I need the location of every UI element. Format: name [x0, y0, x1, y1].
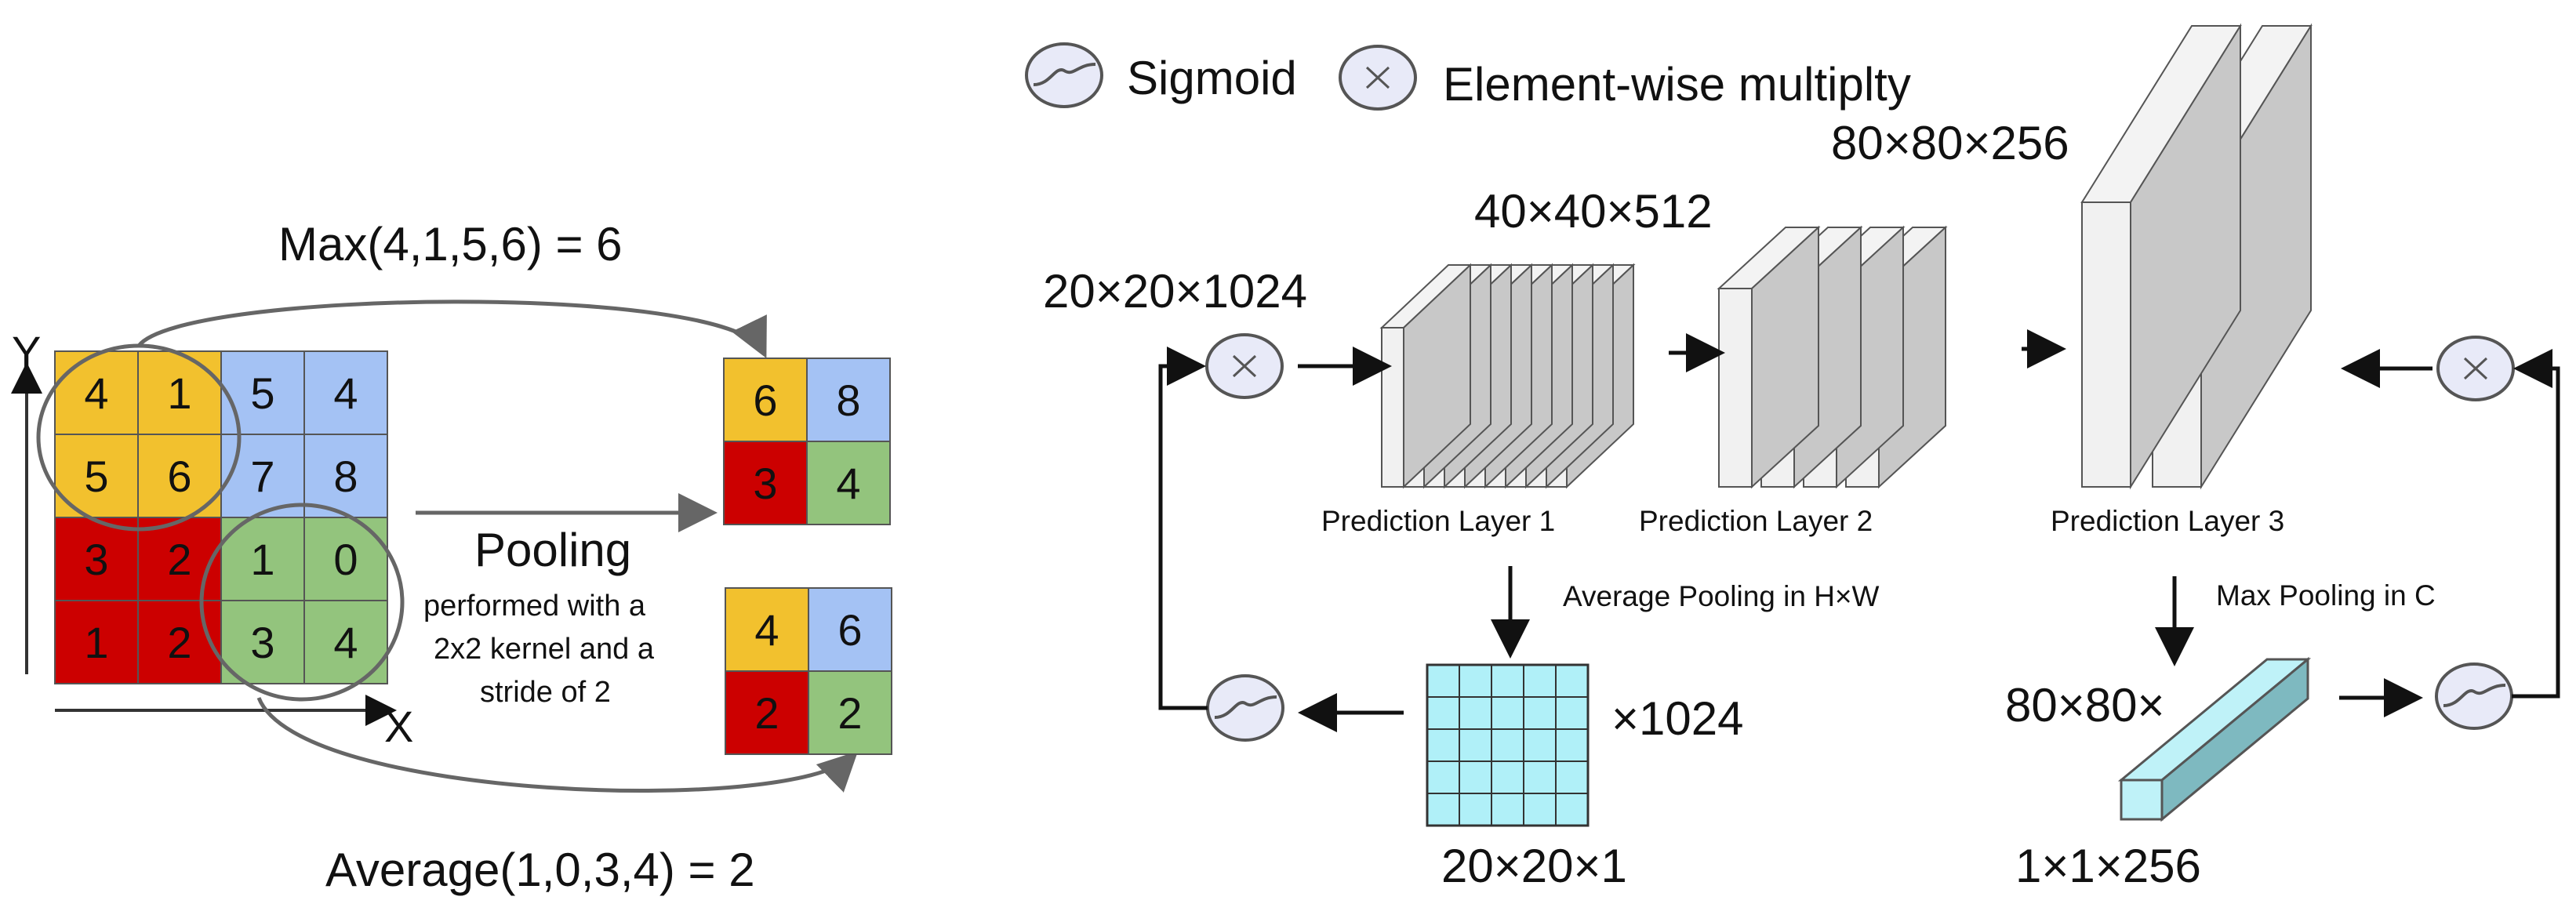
- avg-formula: Average(1,0,3,4) = 2: [325, 844, 755, 896]
- grid-cell-value: 2: [167, 618, 191, 667]
- grid-cell-value: 5: [84, 452, 108, 501]
- grid-cell-value: 1: [250, 535, 274, 584]
- grid-dim: 20×20×1: [1441, 840, 1627, 892]
- loop-right: [2512, 349, 2560, 699]
- grid-channels: ×1024: [1611, 692, 1744, 745]
- grid-cell-value: 4: [333, 618, 358, 667]
- grid-cell: [808, 587, 892, 672]
- dim-layer1: 40×40×512: [1474, 185, 1713, 238]
- grid-cell-value: 2: [167, 535, 191, 584]
- pooling-desc-3: stride of 2: [480, 676, 611, 709]
- grid-cell: [723, 358, 808, 442]
- layer3-label: Prediction Layer 3: [2051, 505, 2284, 537]
- avg-pool-label: Average Pooling in H×W: [1563, 580, 1880, 612]
- feature-map-front: [1718, 288, 1753, 488]
- grid-cell: [220, 350, 305, 435]
- prediction-layer-2-stack: [1717, 225, 1948, 489]
- max-formula: Max(4,1,5,6) = 6: [278, 218, 623, 270]
- layer2-label: Prediction Layer 2: [1639, 505, 1873, 537]
- input-grid: 4 1 5 4 5 6 7 8 3 2 1 0 1 2 3 4: [54, 350, 388, 684]
- dim-input: 20×20×1024: [1043, 265, 1307, 318]
- pooling-desc-2: 2x2 kernel and a: [434, 633, 655, 666]
- feature-map-front: [1381, 327, 1404, 488]
- legend: Sigmoid Element-wise multiplty: [1025, 42, 1911, 111]
- grid-cell-value: 4: [333, 368, 358, 418]
- prediction-layer-3-stack: [2080, 23, 2313, 490]
- multiply-icon: [1339, 45, 1417, 111]
- grid-cell-value: 0: [333, 535, 358, 584]
- grid-cell-value: 5: [250, 368, 274, 418]
- avg-curve-arrow: [256, 697, 859, 793]
- pooling-title: Pooling: [474, 524, 631, 576]
- dim-layer2: 80×80×256: [1831, 117, 2069, 169]
- grid-cell: [303, 434, 388, 518]
- network-panel: Sigmoid Element-wise multiplty 20×20×102…: [1025, 23, 2560, 892]
- max-curve-arrow: [137, 299, 767, 358]
- avg-pool-output: 4 6 2 2: [725, 587, 892, 755]
- grid-cell: [54, 350, 139, 435]
- bar-dim: 1×1×256: [2015, 840, 2201, 892]
- pooling-panel: Max(4,1,5,6) = 6 Average(1,0,3,4) = 2 Y …: [10, 218, 892, 896]
- max-pool-label: Max Pooling in C: [2216, 579, 2436, 612]
- grid-cell-value: 6: [753, 376, 777, 425]
- grid-cell-value: 8: [333, 452, 358, 501]
- loop-left: [1158, 347, 1208, 710]
- axis-x-label: X: [384, 702, 413, 751]
- layer1-label: Prediction Layer 1: [1321, 505, 1555, 537]
- pooling-desc-1: performed with a: [423, 590, 646, 623]
- grid-cell-value: 3: [84, 535, 108, 584]
- grid-cell: [808, 670, 892, 755]
- grid-cell: [303, 350, 388, 435]
- feature-map-front: [2081, 201, 2131, 488]
- grid-cell: [220, 600, 305, 684]
- grid-cell-value: 7: [250, 452, 274, 501]
- legend-multiply: Element-wise multiplty: [1443, 58, 1911, 111]
- grid-cell-value: 6: [167, 452, 191, 501]
- grid-cell-value: 4: [84, 368, 108, 418]
- max-pool-bar: [2117, 656, 2312, 822]
- sigmoid-node-right: [2435, 662, 2513, 730]
- avg-pool-grid: [1426, 663, 1590, 827]
- legend-sigmoid: Sigmoid: [1127, 52, 1297, 104]
- grid-cell: [54, 600, 139, 684]
- grid-cell-value: 2: [754, 688, 779, 738]
- grid-cell-value: 8: [836, 376, 860, 425]
- grid-cell-value: 1: [167, 368, 191, 418]
- grid-cell-value: 6: [837, 605, 862, 655]
- multiply-node-left: [1205, 333, 1284, 399]
- grid-cell-value: 4: [836, 459, 860, 508]
- grid-cell-value: 2: [837, 688, 862, 738]
- max-pool-output: 6 8 3 4: [723, 358, 891, 525]
- grid-cell-value: 3: [753, 459, 777, 508]
- avg-window-circle: [199, 503, 405, 702]
- grid-cell: [806, 441, 891, 525]
- grid-cell: [54, 517, 139, 601]
- sigmoid-node-left: [1206, 674, 1284, 742]
- grid-cell-value: 1: [84, 618, 108, 667]
- grid-cell: [723, 441, 808, 525]
- bar-prefix: 80×80×: [2005, 679, 2165, 731]
- prediction-layer-1-stack: [1379, 263, 1636, 489]
- grid-cell-value: 3: [250, 618, 274, 667]
- multiply-node-right: [2436, 336, 2515, 401]
- sigmoid-icon: [1025, 42, 1103, 108]
- grid-cell-value: 4: [754, 605, 779, 655]
